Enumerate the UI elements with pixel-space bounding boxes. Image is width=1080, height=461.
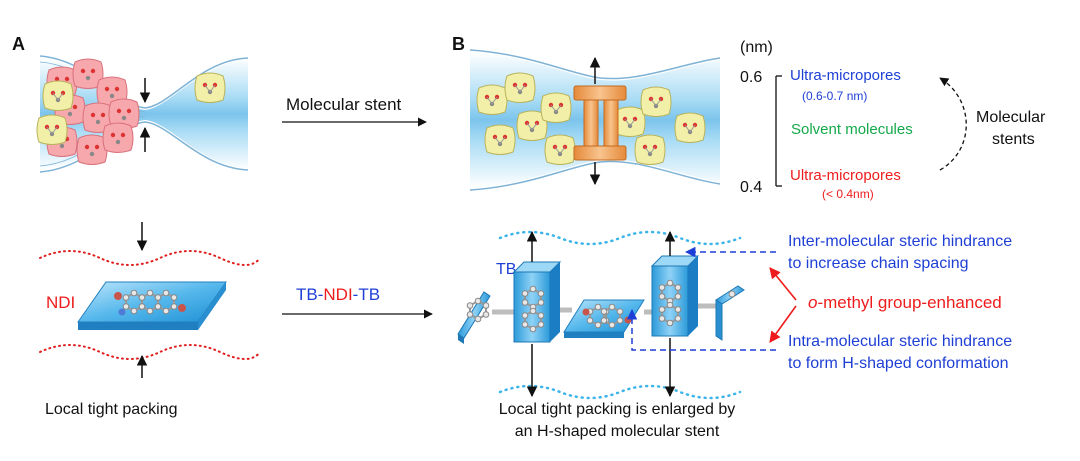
panel-b-letter: B bbox=[452, 34, 465, 54]
stents-label-line1: Molecular bbox=[976, 109, 1046, 126]
scale-tick-bottom: 0.4 bbox=[740, 179, 762, 196]
stents-label-line2: stents bbox=[992, 131, 1035, 148]
pore-bottom-range: (< 0.4nm) bbox=[822, 187, 874, 201]
h-shaped-stent bbox=[573, 85, 627, 161]
methyl-label: o-methyl group-enhanced bbox=[808, 293, 1002, 312]
scale-bar bbox=[775, 75, 782, 187]
chain-lower-a bbox=[39, 344, 261, 360]
panel-a-letter: A bbox=[12, 34, 25, 54]
ndi-slab bbox=[77, 281, 227, 330]
solvent-label: Solvent molecules bbox=[791, 121, 913, 138]
tb-label: TB bbox=[496, 261, 516, 278]
methyl-prefix: o bbox=[808, 293, 817, 312]
caption-b-line2: an H-shaped molecular stent bbox=[515, 423, 720, 440]
intra-dashed-arrow bbox=[626, 308, 776, 351]
scale-tick-top: 0.6 bbox=[740, 69, 762, 86]
intra-line2: to form H-shaped conformation bbox=[788, 355, 1009, 372]
intra-line1: Intra-molecular steric hindrance bbox=[788, 333, 1012, 350]
ndi-label: NDI bbox=[46, 293, 75, 312]
caption-a: Local tight packing bbox=[45, 401, 178, 418]
chain-upper-a bbox=[39, 250, 261, 266]
pore-top-label: Ultra-micropores bbox=[790, 67, 901, 84]
tb-ndi-tb-part1: TB- bbox=[296, 285, 323, 304]
chain-lower-b bbox=[498, 384, 742, 400]
methyl-arrow-up bbox=[769, 267, 797, 301]
pore-bottom-label: Ultra-micropores bbox=[790, 167, 901, 184]
tb-ndi-tb-part3: -TB bbox=[353, 285, 380, 304]
chain-upper-b bbox=[498, 230, 742, 246]
methyl-rest: -methyl group-enhanced bbox=[817, 293, 1001, 312]
inter-line2: to increase chain spacing bbox=[788, 255, 969, 272]
stents-dashed-arrow bbox=[939, 77, 967, 171]
free-molecule bbox=[194, 72, 226, 103]
molecular-stent-label: Molecular stent bbox=[286, 95, 402, 114]
inter-line1: Inter-molecular steric hindrance bbox=[788, 233, 1012, 250]
tb-ndi-tb-label: TB-NDI-TB bbox=[296, 285, 380, 304]
tb-ndi-tb-molecule bbox=[457, 255, 745, 344]
caption-b-line1: Local tight packing is enlarged by bbox=[499, 401, 736, 418]
scale-unit: (nm) bbox=[740, 39, 773, 56]
methyl-arrow-down bbox=[769, 305, 797, 343]
pore-top-range: (0.6-0.7 nm) bbox=[802, 89, 867, 103]
tb-ndi-tb-part2: NDI bbox=[323, 285, 352, 304]
